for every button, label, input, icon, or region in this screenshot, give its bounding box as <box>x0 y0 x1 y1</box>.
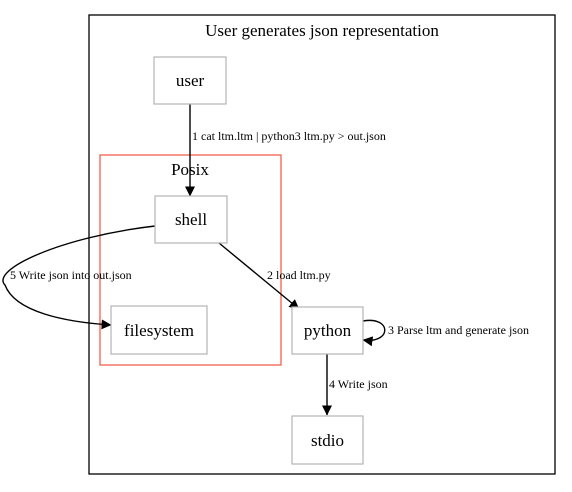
node-filesystem-box <box>110 305 208 355</box>
edge-python-self-loop <box>362 319 386 347</box>
node-user-box <box>153 56 227 105</box>
edge-label-4: 4 Write json <box>329 377 388 391</box>
node-stdio-label: stdio <box>311 431 344 450</box>
node-python[interactable]: python <box>291 306 364 355</box>
edge-label-1: 1 cat ltm.ltm | python3 ltm.py > out.jso… <box>192 129 386 143</box>
node-python-box <box>291 306 364 355</box>
node-stdio-box <box>291 415 364 465</box>
node-python-label: python <box>304 321 352 340</box>
edge-shell-filesystem <box>2 225 156 330</box>
node-shell-box <box>154 195 228 244</box>
node-stdio[interactable]: stdio <box>291 415 364 465</box>
edge-label-2: 2 load ltm.py <box>267 268 331 282</box>
edge-label-5: 5 Write json into out.json <box>10 268 132 282</box>
edge-labels: 1 cat ltm.ltm | python3 ltm.py > out.jso… <box>10 129 529 391</box>
node-filesystem[interactable]: filesystem <box>110 305 208 355</box>
outer-cluster-border <box>88 14 556 475</box>
node-shell-label: shell <box>175 210 207 229</box>
edge-label-3: 3 Parse ltm and generate json <box>388 323 529 337</box>
node-user-label: user <box>176 71 205 90</box>
outer-cluster: User generates json representation <box>88 14 556 475</box>
node-filesystem-label: filesystem <box>124 321 194 340</box>
edges <box>2 104 386 416</box>
outer-cluster-title: User generates json representation <box>205 21 439 40</box>
edge-shell-python <box>218 242 300 310</box>
node-shell[interactable]: shell <box>154 195 228 244</box>
node-user[interactable]: user <box>153 56 227 105</box>
